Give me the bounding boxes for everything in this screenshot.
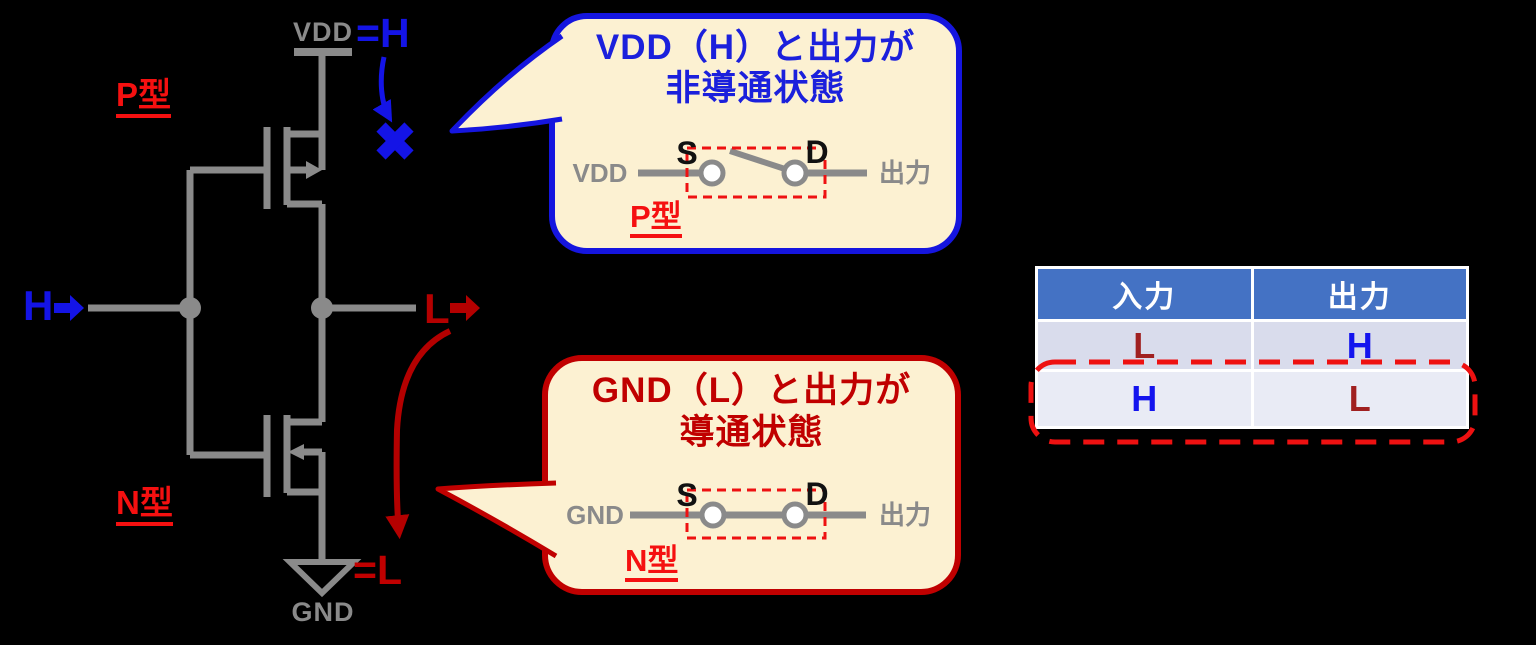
inverter-schematic [54,48,480,598]
truth-table: 入力 出力 L H H L [1035,266,1469,429]
nmos-switch-diagram: GND 出力 S D [566,476,931,540]
truth-table-row1-output: H [1253,322,1466,369]
nmos-body-arrow-icon [288,444,304,460]
truth-table-row2-input: H [1038,372,1251,426]
nmos-callout-title-line2: 導通状態 [679,413,824,452]
output-junction-dot [311,297,333,319]
truth-table-header-input: 入力 [1038,269,1251,319]
switch-contact-d [781,159,809,187]
open-switch-lever [729,148,786,172]
pmos-callout-bubble: VDD（H）と出力が 非導通状態 VDD 出力 S D P型 [549,13,962,254]
pmos-type-label: P型 [116,78,172,118]
switch-contact-d [781,501,809,529]
pmos-switch-highlight [685,146,827,199]
vdd-state-label: =H [356,10,410,56]
pmos-callout-type-label: P型 [630,201,682,238]
pmos-callout-title-line2: 非導通状態 [665,69,846,108]
nmos-callout-title-line1: GND（L）と出力が [591,371,912,410]
switch-drain-label: D [805,476,828,512]
truth-table-header-output: 出力 [1253,269,1466,319]
gnd-state-label: =L [353,547,402,593]
input-arrow-right-icon [54,295,84,321]
switch-gnd-label: GND [566,500,624,530]
switch-contact-s [699,501,727,529]
output-arrow-right-icon [450,295,480,321]
switch-vdd-label: VDD [573,158,628,188]
output-value-label: L [424,285,450,332]
input-value-label: H [23,282,54,329]
gnd-symbol [282,559,362,598]
gnd-label: GND [291,597,355,627]
switch-contact-s [698,159,726,187]
nmos-transistor [263,415,322,497]
truth-table-row1-input: L [1038,322,1251,369]
input-junction-dot [179,297,201,319]
switch-source-label: S [676,477,697,513]
pmos-callout-title-line1: VDD（H）と出力が [595,28,916,67]
nmos-type-label: N型 [116,486,173,526]
vdd-label: VDD [292,17,353,47]
pmos-switch-diagram: VDD 出力 S D [573,134,931,199]
nmos-switch-highlight [685,488,827,540]
truth-table-row2-output: L [1253,372,1466,426]
pmos-transistor [263,127,322,209]
nmos-callout-type-label: N型 [625,545,679,582]
switch-source-label: S [676,135,697,171]
nmos-callout-bubble: GND（L）と出力が 導通状態 GND 出力 S D N型 [542,355,961,595]
pmos-body-arrow-icon [306,161,322,179]
switch-output-label: 出力 [879,500,931,530]
switch-drain-label: D [805,134,828,170]
switch-output-label: 出力 [879,158,931,188]
